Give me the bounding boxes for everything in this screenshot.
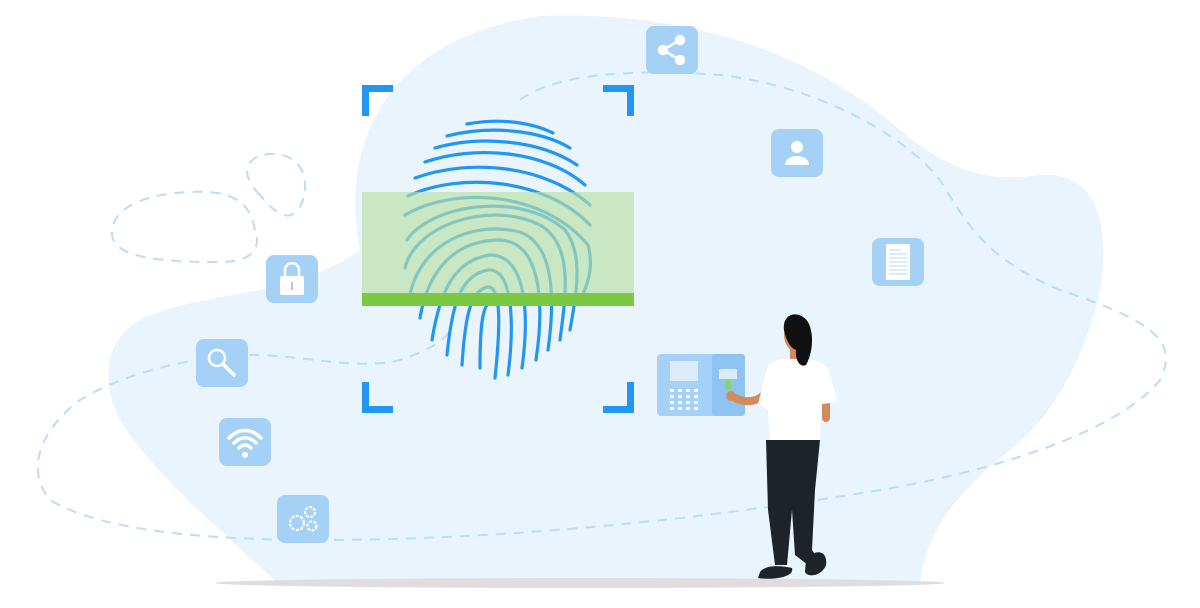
scan-line [362, 293, 634, 306]
share-icon [646, 26, 698, 74]
search-icon [196, 339, 248, 387]
dashed-orbit [36, 71, 1167, 542]
person-figure [726, 314, 838, 579]
scan-overlay [362, 192, 634, 294]
lock-icon [266, 255, 318, 303]
user-icon [771, 129, 823, 177]
gears-icon [277, 495, 329, 543]
document-icon [872, 238, 924, 286]
biometric-terminal [657, 354, 745, 416]
wifi-icon [219, 418, 271, 466]
scan-frame [362, 85, 634, 413]
floor-shadow [215, 578, 945, 588]
